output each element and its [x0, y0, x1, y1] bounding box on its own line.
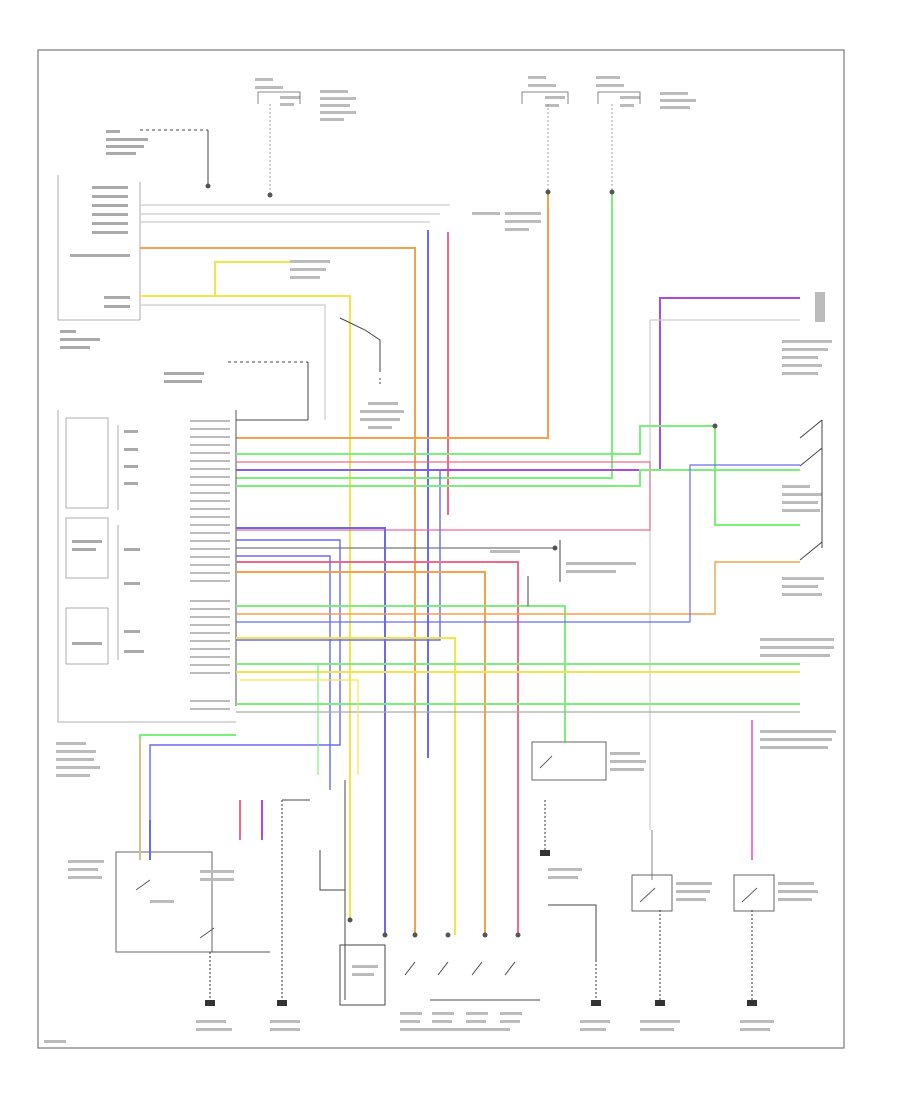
- bottom-switch-labels: [352, 965, 522, 1031]
- right-switch-symbols: [799, 419, 823, 561]
- upper-connector-pin-labels: [60, 130, 148, 349]
- ground-symbols: [205, 850, 757, 1006]
- wire-yellow-upper: [140, 295, 351, 920]
- lower-left-colored-drops: [139, 800, 263, 860]
- center-relay: [527, 540, 561, 606]
- wire-green-c: [236, 605, 566, 742]
- center-relay-labels: [490, 550, 636, 573]
- top-fuse-brackets: [257, 91, 641, 104]
- module-pin-labels: [72, 372, 204, 653]
- wire-orange-c: [236, 561, 800, 615]
- connector-markers: [205, 183, 718, 938]
- wire-blue-c: [149, 539, 341, 820]
- lower-left-relay: [115, 851, 270, 953]
- wire-blue-e: [236, 464, 800, 623]
- right-component-labels: [760, 292, 836, 749]
- fuse-drop-wires: [269, 104, 613, 195]
- ground-wire-top-left: [140, 129, 209, 186]
- lower-solid-lines: [282, 780, 597, 1001]
- wire-orange-b: [236, 571, 486, 935]
- diagram-border: [37, 49, 845, 1049]
- wire-orange-fuse: [236, 192, 549, 439]
- wire-red-a: [236, 461, 651, 531]
- module-ground-wire: [228, 361, 309, 421]
- wire-blue-b: [236, 527, 386, 935]
- wire-set-gray-upper: [140, 204, 800, 830]
- wire-yellow-b: [236, 637, 456, 935]
- wire-red-b: [236, 561, 519, 935]
- wire-green-drop: [139, 734, 236, 820]
- fuse-label-group: [255, 76, 696, 121]
- bottom-switch-bank: [339, 944, 516, 1006]
- right-lower-components: [531, 741, 775, 912]
- wire-purple-top-right: [236, 297, 800, 471]
- wire-blue-a: [236, 469, 441, 641]
- lower-left-relay-labels: [56, 742, 234, 903]
- wire-green-b: [236, 469, 800, 487]
- module-right-pins: [190, 420, 230, 710]
- wire-yellow-stub: [214, 261, 300, 296]
- control-module: [57, 410, 237, 723]
- lower-ground-lines: [209, 800, 753, 1000]
- upper-relay-symbols: [339, 317, 381, 386]
- wire-set-module: [139, 425, 800, 935]
- wire-yellow-d: [240, 679, 359, 775]
- wire-green-a: [236, 425, 800, 526]
- upper-relay-labels: [290, 212, 541, 429]
- right-lower-labels: [44, 752, 818, 1043]
- wire-orange-upper: [140, 247, 416, 935]
- wire-green-fuse: [236, 192, 613, 479]
